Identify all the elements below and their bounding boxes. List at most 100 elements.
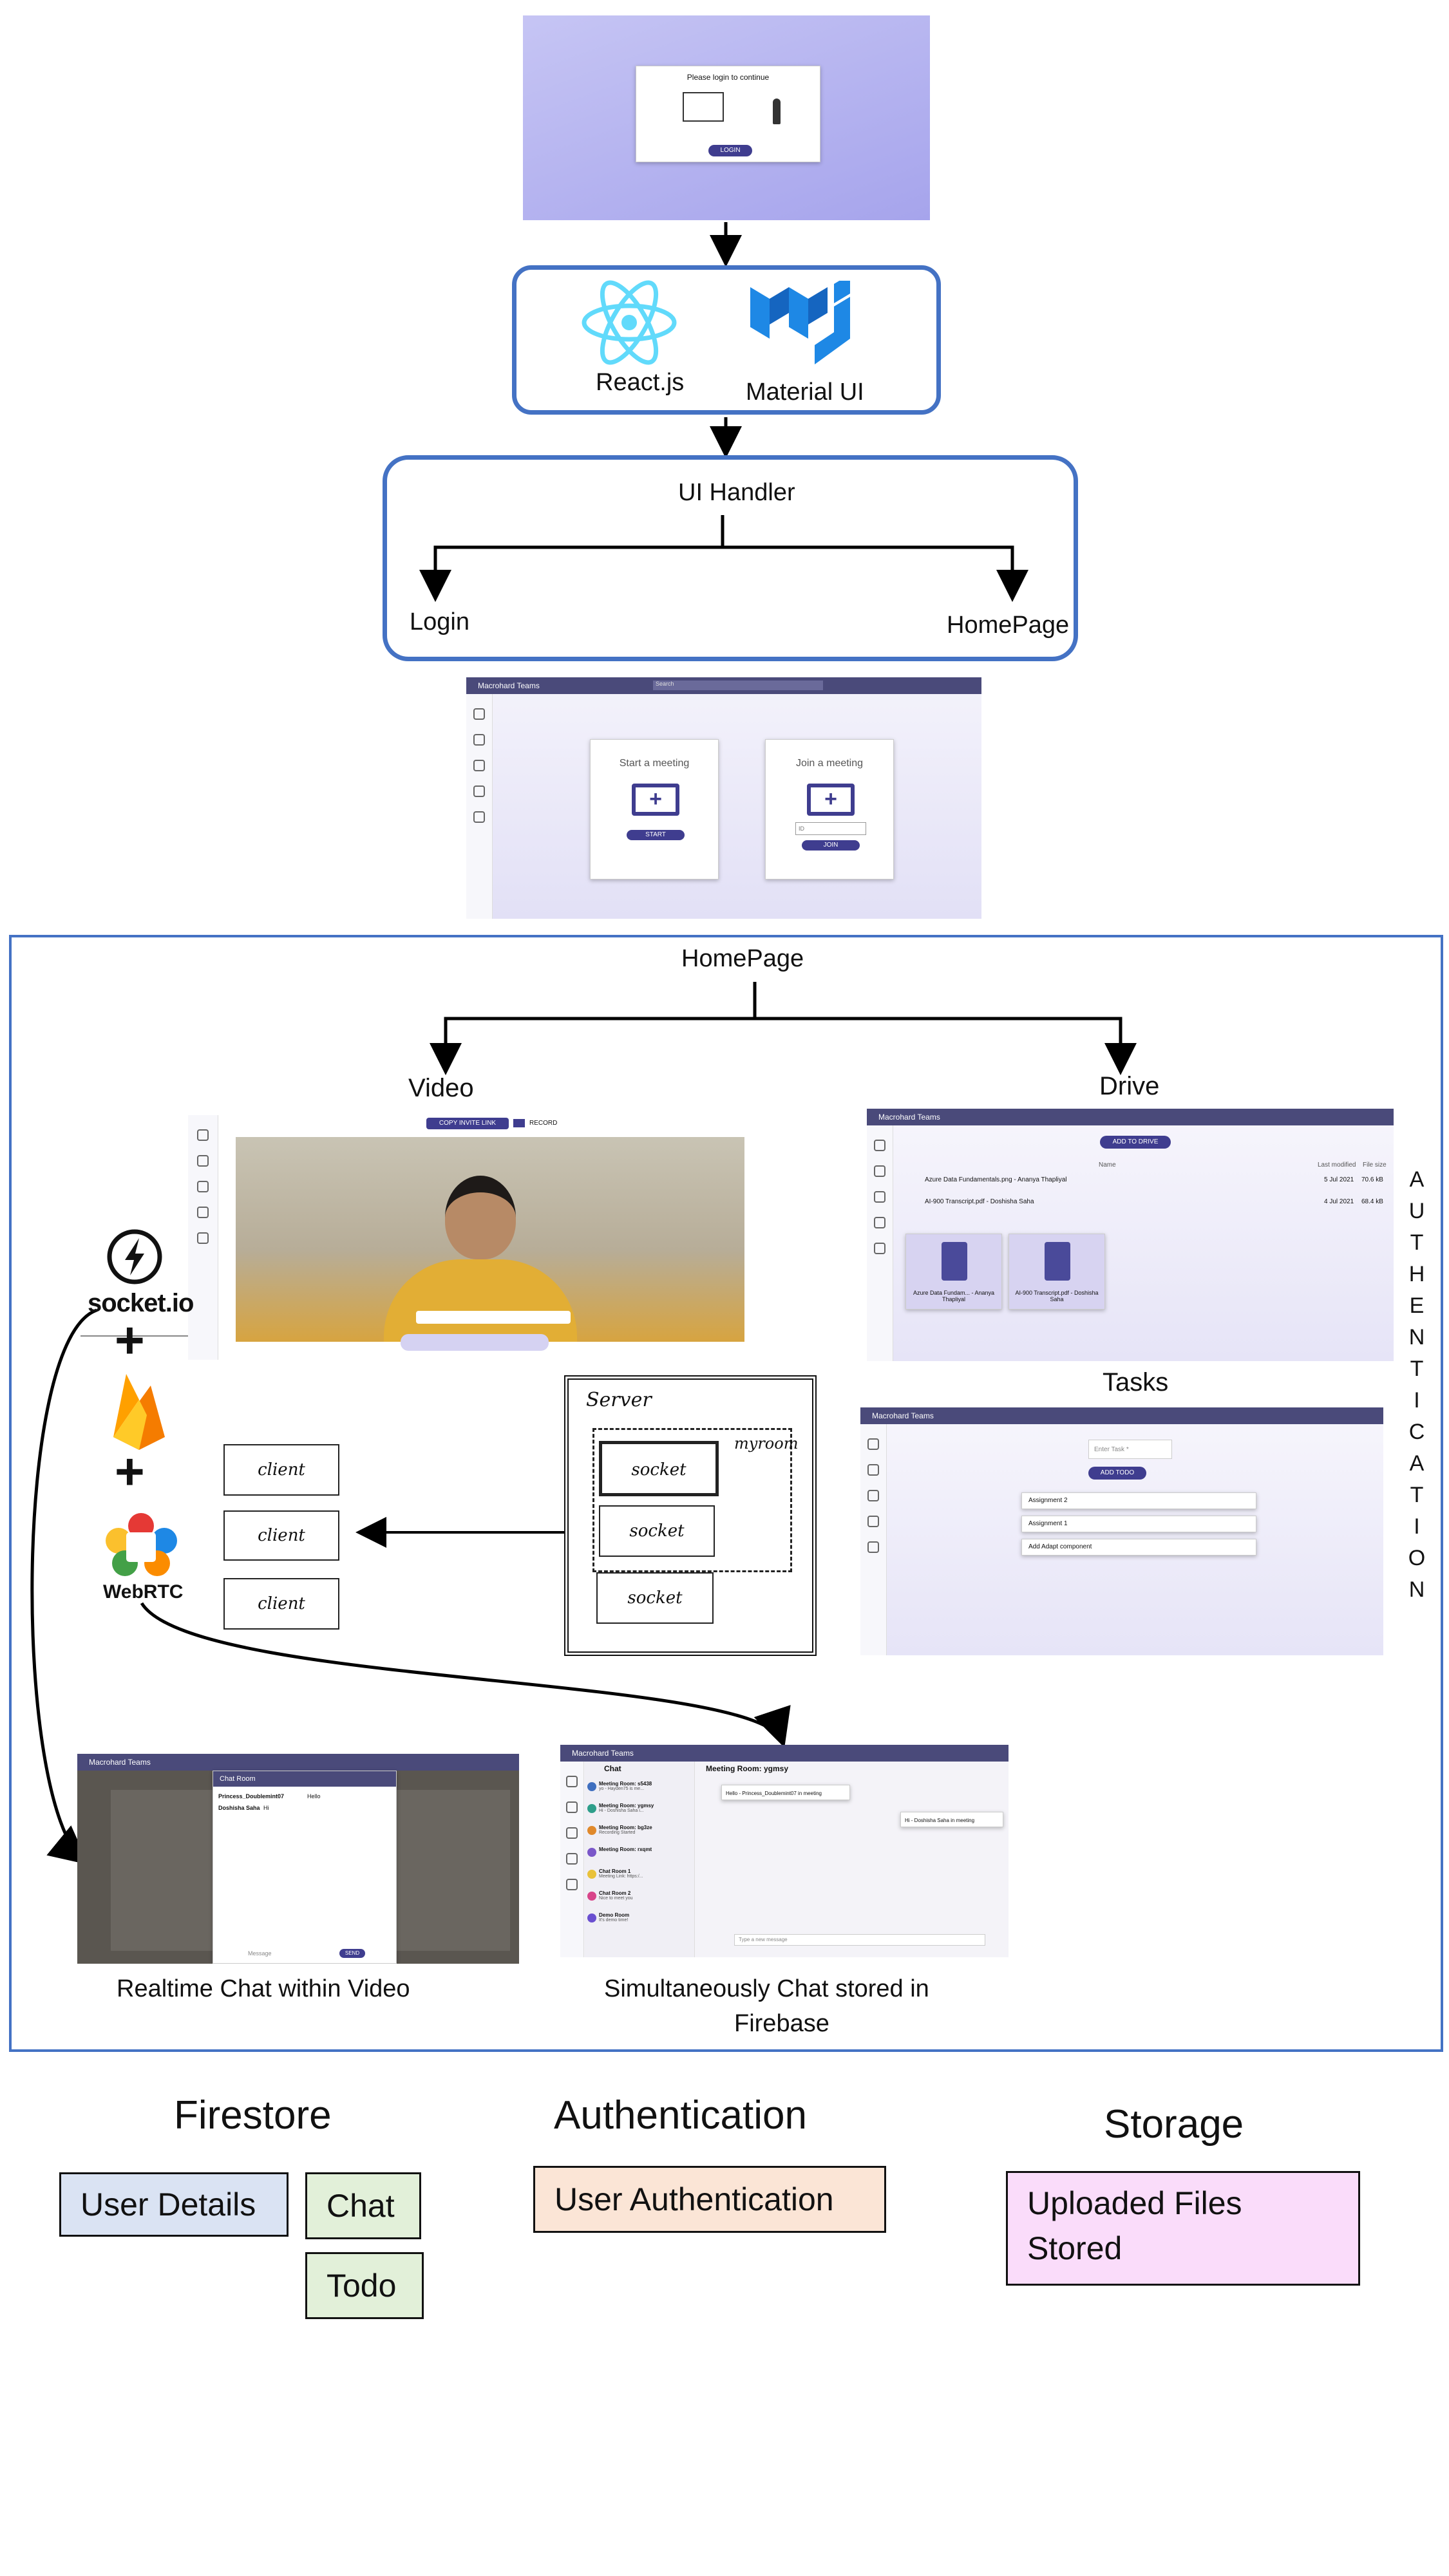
- calls-icon[interactable]: [874, 1140, 886, 1151]
- tasks-icon[interactable]: [566, 1853, 578, 1865]
- calls-icon[interactable]: [566, 1776, 578, 1787]
- mail-icon[interactable]: [513, 1119, 525, 1127]
- drive-label: Drive: [1099, 1072, 1160, 1100]
- avatar: [587, 1913, 596, 1923]
- socket-box-3: socket: [596, 1572, 714, 1624]
- record-label[interactable]: RECORD: [529, 1120, 558, 1127]
- join-id-input[interactable]: ID: [795, 822, 866, 835]
- drive-col-size: File size: [1363, 1161, 1387, 1169]
- avatar: [587, 1782, 596, 1791]
- tasks-icon[interactable]: [197, 1207, 209, 1218]
- task-item-1[interactable]: Assignment 2: [1021, 1492, 1256, 1509]
- task-input[interactable]: Enter Task *: [1088, 1440, 1172, 1459]
- drive-row-1[interactable]: Azure Data Fundamentals.png - Ananya Tha…: [899, 1174, 1388, 1187]
- auth-letter: T: [1410, 1483, 1424, 1507]
- chat-icon[interactable]: [473, 734, 485, 746]
- chat-room-title: Chat Room: [220, 1775, 256, 1783]
- task-text: Add Adapt component: [1028, 1543, 1092, 1550]
- tasks-label: Tasks: [1103, 1368, 1169, 1396]
- add-to-drive-button[interactable]: ADD TO DRIVE: [1100, 1136, 1171, 1149]
- chat-msg-text-1: Hello: [307, 1793, 321, 1800]
- chat-list-subtitle: yo - Hayden75 is me...: [599, 1787, 645, 1791]
- chat-icon[interactable]: [867, 1464, 879, 1476]
- arrow-socketio-to-videochat: [30, 1308, 97, 1865]
- calls-icon[interactable]: [473, 708, 485, 720]
- task-item-2[interactable]: Assignment 1: [1021, 1516, 1256, 1532]
- add-todo-button[interactable]: ADD TODO: [1088, 1467, 1146, 1480]
- drive-row-2[interactable]: AI-900 Transcript.pdf - Doshisha Saha 4 …: [899, 1196, 1388, 1209]
- auth-letter: C: [1408, 1420, 1425, 1444]
- material-ui-label: Material UI: [746, 379, 864, 406]
- search-input[interactable]: Search: [653, 681, 823, 690]
- auth-letter: H: [1408, 1262, 1425, 1286]
- caption-realtime-chat: Realtime Chat within Video: [117, 1975, 410, 2002]
- tasks-screenshot: Macrohard Teams Enter Task * ADD TODO As…: [860, 1407, 1383, 1655]
- video-label: Video: [408, 1074, 474, 1102]
- chat-list-title: Meeting Room: ygmsy: [599, 1803, 654, 1809]
- events-icon[interactable]: [867, 1541, 879, 1553]
- chat-list-subtitle: Nice to meet you: [599, 1896, 633, 1901]
- chat-bubble-right: Hi - Doshisha Saha in meeting: [900, 1812, 1003, 1827]
- chat-list-title: Meeting Room: s5438: [599, 1781, 652, 1787]
- chat-icon[interactable]: [874, 1165, 886, 1177]
- events-icon[interactable]: [197, 1232, 209, 1244]
- auth-letter: N: [1408, 1325, 1425, 1349]
- login-button[interactable]: LOGIN: [708, 145, 752, 156]
- start-meeting-title: Start a meeting: [619, 758, 690, 769]
- join-button[interactable]: JOIN: [802, 840, 860, 851]
- chat-list-subtitle: Recording Started: [599, 1830, 636, 1835]
- drive-row-size: 70.6 kB: [1361, 1176, 1383, 1183]
- tasks-icon[interactable]: [473, 785, 485, 797]
- join-meeting-icon: +: [807, 784, 855, 816]
- drive-tile-1[interactable]: Azure Data Fundam... - Ananya Thapliyal: [905, 1234, 1002, 1310]
- chat-send-button[interactable]: SEND: [339, 1949, 365, 1958]
- copy-invite-link-button[interactable]: COPY INVITE LINK: [426, 1118, 509, 1129]
- app-title: Macrohard Teams: [572, 1749, 634, 1758]
- drive-icon[interactable]: [874, 1191, 886, 1203]
- chat-msg-author-2: Doshisha Saha: [218, 1805, 260, 1811]
- chat-type-input[interactable]: Type a new message: [734, 1934, 985, 1946]
- start-button[interactable]: START: [627, 830, 685, 840]
- legend-item-text: Uploaded Files: [1027, 2185, 1242, 2221]
- chat-meeting-title: Meeting Room: ygmsy: [706, 1764, 789, 1773]
- drive-row-date: 5 Jul 2021: [1324, 1176, 1354, 1183]
- drive-icon[interactable]: [197, 1181, 209, 1192]
- tasks-icon[interactable]: [874, 1217, 886, 1228]
- app-title: Macrohard Teams: [872, 1411, 934, 1420]
- calls-icon[interactable]: [197, 1129, 209, 1141]
- react-label: React.js: [596, 369, 685, 396]
- file-icon: [1045, 1242, 1070, 1281]
- video-feed: [236, 1137, 744, 1342]
- chat-input[interactable]: Message: [248, 1950, 272, 1957]
- chat-message-input[interactable]: [416, 1311, 571, 1324]
- app-header: Macrohard Teams: [560, 1745, 1009, 1762]
- calls-icon[interactable]: [867, 1438, 879, 1450]
- drive-icon[interactable]: [867, 1490, 879, 1501]
- chat-icon[interactable]: [566, 1801, 578, 1813]
- frontend-stack-box: [512, 265, 941, 415]
- drive-tile-2[interactable]: AI-900 Transcript.pdf - Doshisha Saha: [1009, 1234, 1105, 1310]
- tasks-icon[interactable]: [867, 1516, 879, 1527]
- chat-icon[interactable]: [197, 1155, 209, 1167]
- task-item-3[interactable]: Add Adapt component: [1021, 1539, 1256, 1556]
- chat-bubble-text: Hello - Princess_Doublemint07 in meeting: [726, 1791, 822, 1796]
- homepage-detail-panel: [9, 935, 1443, 2052]
- tree-homepage-left: [430, 982, 757, 1075]
- drive-icon[interactable]: [566, 1827, 578, 1839]
- avatar: [587, 1826, 596, 1835]
- firestore-todo: Todo: [305, 2252, 424, 2319]
- chat-list-item[interactable]: Meeting Room: rxqmt: [587, 1847, 694, 1868]
- legend-item-text: Chat: [327, 2188, 395, 2224]
- server-label: Server: [586, 1389, 652, 1411]
- events-icon[interactable]: [874, 1243, 886, 1254]
- events-icon[interactable]: [566, 1879, 578, 1890]
- drive-icon[interactable]: [473, 760, 485, 771]
- firestore-user-details: User Details: [59, 2172, 289, 2237]
- events-icon[interactable]: [473, 811, 485, 823]
